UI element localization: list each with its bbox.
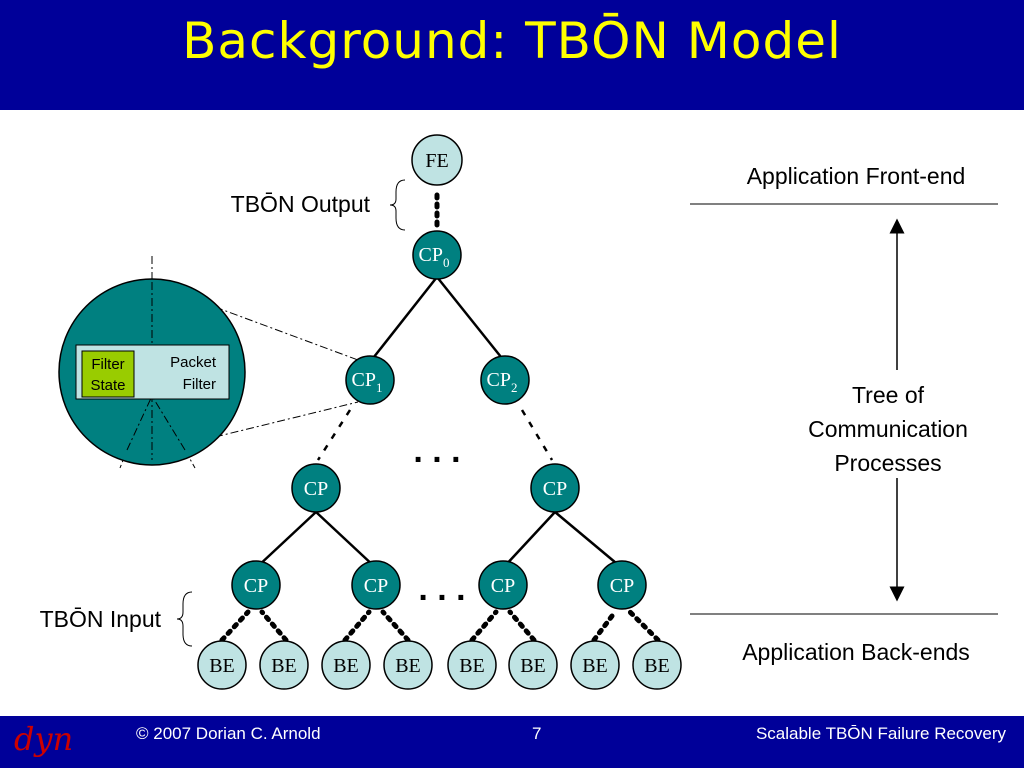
node-be-6	[508, 640, 558, 690]
footer-tagline: Scalable TBŌN Failure Recovery	[755, 724, 1006, 743]
ellipsis-bottom: . . .	[418, 570, 465, 608]
node-cp-bottom-3-label: CP	[491, 575, 515, 597]
node-fe	[411, 134, 463, 186]
node-be-8	[632, 640, 682, 690]
node-cp-bottom-4-label: CP	[610, 575, 634, 597]
node-cp1	[345, 355, 395, 405]
tree-label-line-3: Processes	[834, 450, 941, 476]
tbon-input-label: TBŌN Input	[40, 606, 162, 632]
node-cp0	[412, 230, 462, 280]
node-cp-bottom-1	[231, 560, 281, 610]
node-cp-bottom-2	[351, 560, 401, 610]
filter-state-label-1: Filter	[91, 356, 124, 373]
node-be-7	[570, 640, 620, 690]
ellipsis-middle: . . .	[413, 432, 460, 470]
dyn-logo: dyn	[14, 720, 74, 758]
node-cp-mid-left	[291, 463, 341, 513]
node-cp-bottom-4	[597, 560, 647, 610]
node-be-3-label: BE	[333, 655, 359, 677]
node-be-3	[321, 640, 371, 690]
footer-copyright: © 2007 Dorian C. Arnold	[136, 724, 321, 743]
tbon-output-label: TBŌN Output	[231, 191, 371, 217]
node-cp-mid-left-label: CP	[304, 478, 328, 500]
node-be-2	[259, 640, 309, 690]
footer: dyn © 2007 Dorian C. Arnold 7 Scalable T…	[0, 716, 1024, 768]
node-be-1-label: BE	[209, 655, 235, 677]
dotted-arrows	[219, 192, 661, 643]
filter-state-label-2: State	[90, 377, 125, 394]
input-brace	[176, 591, 193, 647]
node-be-2-label: BE	[271, 655, 297, 677]
node-cp-bottom-2-label: CP	[364, 575, 388, 597]
node-cp-bottom-1-label: CP	[244, 575, 268, 597]
node-be-5	[447, 640, 497, 690]
node-cp1-label: CP1	[352, 369, 383, 395]
node-be-1	[197, 640, 247, 690]
node-be-5-label: BE	[459, 655, 485, 677]
tree-label-line-1: Tree of	[852, 382, 925, 408]
node-fe-label: FE	[425, 150, 448, 172]
tree-label-line-2: Communication	[808, 416, 968, 442]
node-be-8-label: BE	[644, 655, 670, 677]
footer-page-number: 7	[532, 724, 542, 743]
node-be-7-label: BE	[582, 655, 608, 677]
tree-edges	[255, 276, 623, 569]
node-cp2	[480, 355, 530, 405]
node-be-6-label: BE	[520, 655, 546, 677]
packet-filter-label-2: Filter	[183, 376, 216, 393]
output-brace	[389, 179, 406, 231]
title-bar	[0, 0, 1024, 110]
node-cp-bottom-3	[478, 560, 528, 610]
filter-state-box	[81, 350, 135, 398]
tree-dashed-edges	[316, 409, 554, 461]
node-be-4	[383, 640, 433, 690]
packet-filter-label-1: Packet	[170, 354, 217, 371]
node-cp2-label: CP2	[487, 369, 518, 395]
node-cp-mid-right	[530, 463, 580, 513]
node-cp0-label: CP0	[419, 244, 450, 270]
application-front-end-label: Application Front-end	[747, 163, 966, 189]
application-back-ends-label: Application Back-ends	[742, 639, 970, 665]
node-be-4-label: BE	[395, 655, 421, 677]
slide-title: Background: TBŌN Model	[182, 12, 842, 70]
be-row: BE BE BE BE BE BE BE BE	[197, 640, 682, 690]
node-cp-mid-right-label: CP	[543, 478, 567, 500]
